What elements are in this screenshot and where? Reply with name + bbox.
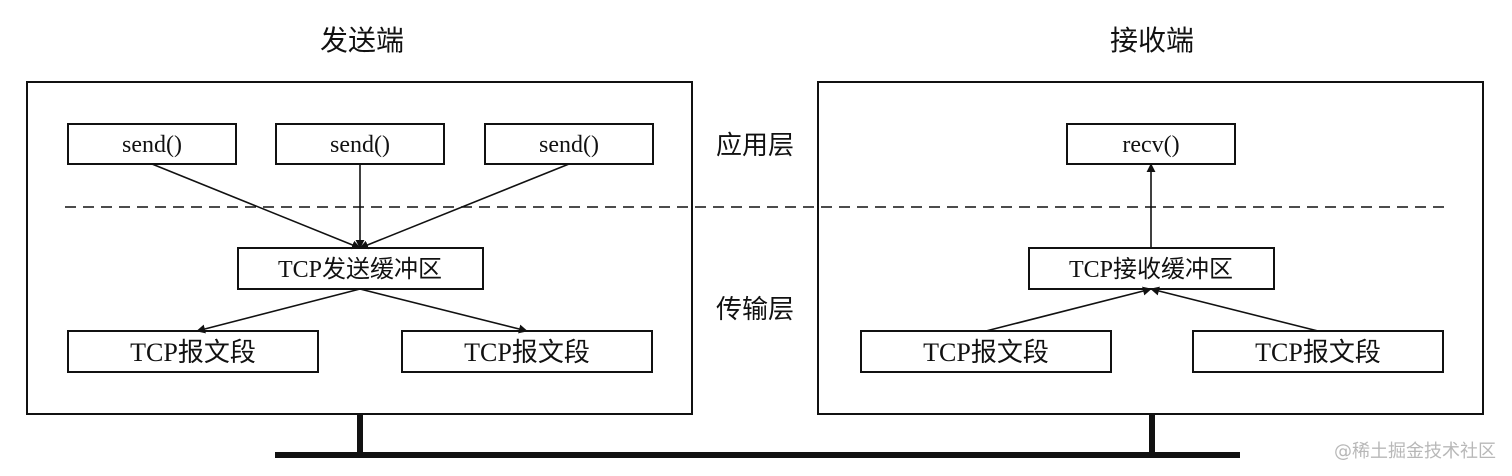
- segment-to-buffer-arrow: [985, 286, 1152, 332]
- sender-buffer-label: TCP发送缓冲区: [278, 256, 442, 283]
- receiver-recv-box: recv(): [1066, 123, 1236, 165]
- segment-label: TCP报文段: [464, 338, 590, 367]
- send-to-buffer-arrow: [359, 163, 570, 250]
- sender-buffer-box: TCP发送缓冲区: [237, 247, 484, 290]
- receiver-buffer-label: TCP接收缓冲区: [1069, 256, 1233, 283]
- buffer-to-segment-arrow: [196, 288, 361, 334]
- receiver-segment-box-2: TCP报文段: [1192, 330, 1444, 373]
- application-layer-label: 应用层: [716, 131, 794, 160]
- send-call-label: send(): [539, 132, 599, 158]
- receiver-segment-box-1: TCP报文段: [860, 330, 1112, 373]
- watermark-text: @稀土掘金技术社区: [1334, 441, 1496, 462]
- segment-label: TCP报文段: [923, 338, 1049, 367]
- send-to-buffer-arrow: [151, 163, 361, 250]
- segment-to-buffer-arrow: [1150, 286, 1319, 332]
- send-call-label: send(): [122, 132, 182, 158]
- receiver-title: 接收端: [1110, 25, 1194, 57]
- sender-segment-box-1: TCP报文段: [67, 330, 319, 373]
- segment-label: TCP报文段: [1255, 338, 1381, 367]
- sender-title: 发送端: [320, 25, 404, 57]
- sender-send-box-3: send(): [484, 123, 654, 165]
- send-call-label: send(): [330, 132, 390, 158]
- transport-layer-label: 传输层: [716, 295, 794, 324]
- receiver-buffer-box: TCP接收缓冲区: [1028, 247, 1275, 290]
- segment-label: TCP报文段: [130, 338, 256, 367]
- sender-segment-box-2: TCP报文段: [401, 330, 653, 373]
- buffer-to-segment-arrow: [359, 288, 528, 334]
- sender-send-box-1: send(): [67, 123, 237, 165]
- sender-send-box-2: send(): [275, 123, 445, 165]
- recv-call-label: recv(): [1122, 132, 1179, 158]
